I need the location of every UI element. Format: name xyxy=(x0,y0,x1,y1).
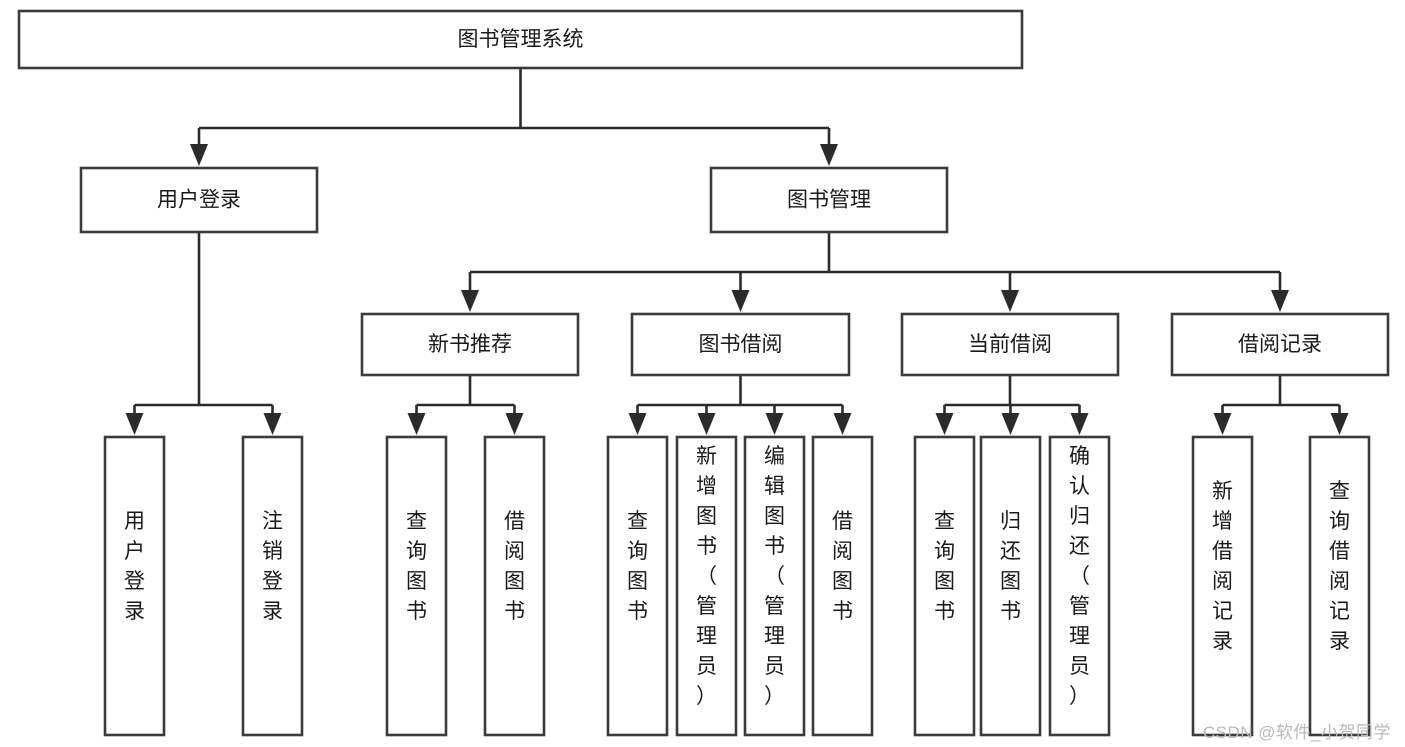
arrow-head-icon xyxy=(697,413,716,435)
arrow-head-icon xyxy=(1070,413,1089,435)
leaf-3-1-label: 查询借阅记录 xyxy=(1329,480,1350,653)
root-node[interactable]: 图书管理系统 xyxy=(17,9,1024,70)
arrow-head-icon xyxy=(1001,290,1019,312)
leaf-2-2-box[interactable] xyxy=(1048,435,1111,737)
leaf-0-0-label: 查询图书 xyxy=(406,510,427,623)
level3-node-2[interactable]: 当前借阅 xyxy=(900,312,1120,377)
arrow-head-icon xyxy=(125,413,144,435)
level3-node-0[interactable]: 新书推荐 xyxy=(360,312,580,377)
level2-node-1[interactable]: 图书管理 xyxy=(709,166,949,234)
connector-layer xyxy=(125,68,1349,435)
level3-node-1-box[interactable] xyxy=(630,312,851,377)
leaf-3-1-box[interactable] xyxy=(1308,435,1371,737)
arrow-head-icon xyxy=(1271,290,1289,312)
leaf-1-1-box[interactable] xyxy=(675,435,738,737)
arrow-head-icon xyxy=(505,413,524,435)
arrow-head-icon xyxy=(263,413,282,435)
leaf-2-0-box[interactable] xyxy=(913,435,976,737)
leaf-1-3-box[interactable] xyxy=(811,435,874,737)
level3-node-3-label: 借阅记录 xyxy=(1238,333,1322,356)
leaf-1-3[interactable]: 借阅图书 xyxy=(811,435,874,737)
leaf-1-2-box[interactable] xyxy=(743,435,806,737)
level3-node-0-label: 新书推荐 xyxy=(428,333,512,356)
leaf-login-0-label: 用户登录 xyxy=(124,510,145,623)
level2-node-0-box[interactable] xyxy=(79,166,319,234)
arrow-head-icon xyxy=(833,413,852,435)
arrow-head-icon xyxy=(1213,413,1232,435)
leaf-2-1[interactable]: 归还图书 xyxy=(979,435,1042,737)
leaf-2-2-label: 确认归还（管理员） xyxy=(1069,445,1090,708)
arrow-head-icon xyxy=(1330,413,1349,435)
leaf-2-2[interactable]: 确认归还（管理员） xyxy=(1048,435,1111,737)
leaf-0-0[interactable]: 查询图书 xyxy=(385,435,448,737)
leaf-1-0-box[interactable] xyxy=(606,435,669,737)
leaf-1-3-label: 借阅图书 xyxy=(832,510,853,623)
arrow-head-icon xyxy=(935,413,954,435)
arrow-head-icon xyxy=(628,413,647,435)
arrow-head-icon xyxy=(765,413,784,435)
leaf-0-1[interactable]: 借阅图书 xyxy=(483,435,546,737)
leaf-2-1-label: 归还图书 xyxy=(1000,510,1021,623)
leaf-1-0[interactable]: 查询图书 xyxy=(606,435,669,737)
leaf-3-0-box[interactable] xyxy=(1191,435,1254,737)
level3-node-2-box[interactable] xyxy=(900,312,1120,377)
leaf-login-0-box[interactable] xyxy=(103,435,166,737)
arrow-head-icon xyxy=(820,144,838,166)
leaf-1-2-label: 编辑图书（管理员） xyxy=(764,445,785,708)
leaf-2-0[interactable]: 查询图书 xyxy=(913,435,976,737)
node-layer: 图书管理系统用户登录图书管理用户登录注销登录新书推荐图书借阅当前借阅借阅记录查询… xyxy=(17,9,1390,737)
arrow-head-icon xyxy=(731,290,750,312)
level3-node-1-label: 图书借阅 xyxy=(699,333,783,356)
root-node-box[interactable] xyxy=(17,9,1024,70)
leaf-login-1-label: 注销登录 xyxy=(262,510,283,623)
leaf-1-1[interactable]: 新增图书（管理员） xyxy=(675,435,738,737)
leaf-0-0-box[interactable] xyxy=(385,435,448,737)
level2-node-0[interactable]: 用户登录 xyxy=(79,166,319,234)
leaf-1-2[interactable]: 编辑图书（管理员） xyxy=(743,435,806,737)
level2-node-1-label: 图书管理 xyxy=(787,189,871,212)
leaf-0-1-label: 借阅图书 xyxy=(504,510,525,623)
csdn-watermark: CSDN @软件_小贺同学 xyxy=(1202,723,1391,742)
leaf-login-1-box[interactable] xyxy=(241,435,304,737)
level3-node-1[interactable]: 图书借阅 xyxy=(630,312,851,377)
leaf-3-1[interactable]: 查询借阅记录 xyxy=(1308,435,1371,737)
level3-node-2-label: 当前借阅 xyxy=(968,333,1052,356)
leaf-1-0-label: 查询图书 xyxy=(627,510,648,623)
leaf-2-0-label: 查询图书 xyxy=(934,510,955,623)
leaf-login-0[interactable]: 用户登录 xyxy=(103,435,166,737)
leaf-0-1-box[interactable] xyxy=(483,435,546,737)
level3-node-3-box[interactable] xyxy=(1170,312,1390,377)
arrow-head-icon xyxy=(1001,413,1020,435)
arrow-head-icon xyxy=(407,413,426,435)
root-node-label: 图书管理系统 xyxy=(458,28,584,51)
arrow-head-icon xyxy=(461,290,479,312)
level2-node-0-label: 用户登录 xyxy=(157,189,241,212)
leaf-3-0-label: 新增借阅记录 xyxy=(1212,480,1233,653)
leaf-1-1-label: 新增图书（管理员） xyxy=(696,445,717,708)
level3-node-0-box[interactable] xyxy=(360,312,580,377)
leaf-2-1-box[interactable] xyxy=(979,435,1042,737)
level3-node-3[interactable]: 借阅记录 xyxy=(1170,312,1390,377)
leaf-3-0[interactable]: 新增借阅记录 xyxy=(1191,435,1254,737)
level2-node-1-box[interactable] xyxy=(709,166,949,234)
arrow-head-icon xyxy=(190,144,208,166)
leaf-login-1[interactable]: 注销登录 xyxy=(241,435,304,737)
